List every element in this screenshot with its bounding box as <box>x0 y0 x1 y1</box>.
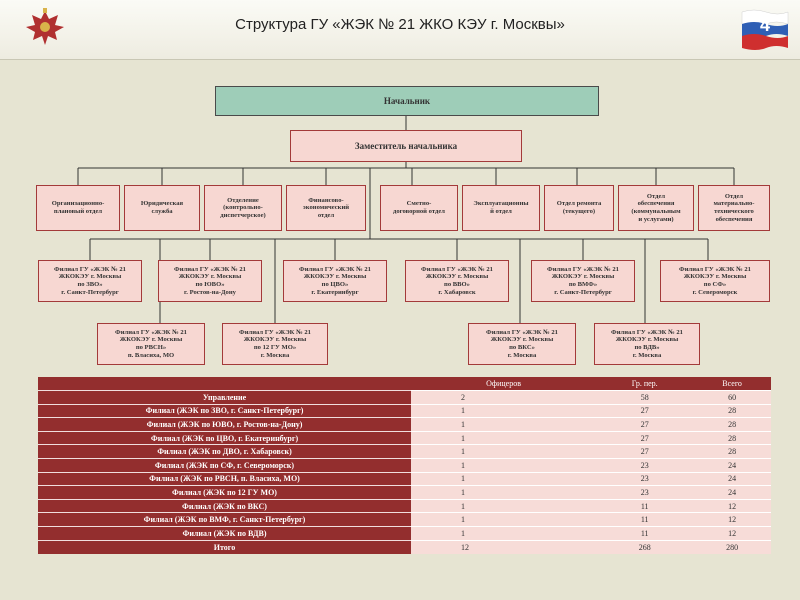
dept-org-planning: Организационно- плановый отдел <box>36 185 120 231</box>
table-cell-name: Филиал (ЖЭК по РВСН, п. Власиха, МО) <box>38 471 411 486</box>
column-header: Гр. пер. <box>596 377 694 391</box>
dept-repair: Отдел ремонта (текущего) <box>544 185 614 231</box>
table-cell-officers: 1 <box>411 526 597 541</box>
table-cell-name: Филиал (ЖЭК по ДВО, г. Хабаровск) <box>38 444 411 459</box>
table-cell-officers: 1 <box>411 471 597 486</box>
table-cell-officers: 12 <box>411 539 597 554</box>
table-cell-officers: 1 <box>411 458 597 473</box>
table-cell-name: Филиал (ЖЭК по СФ, г. Североморск) <box>38 458 411 473</box>
table-cell-total: 12 <box>693 526 771 541</box>
table-cell-officers: 1 <box>411 498 597 513</box>
slide-header: Структура ГУ «ЖЭК № 21 ЖКО КЭУ г. Москвы… <box>0 0 800 60</box>
table-cell-total: 60 <box>693 390 771 405</box>
table-cell-civil: 23 <box>596 471 694 486</box>
table-cell-name: Филиал (ЖЭК по 12 ГУ МО) <box>38 485 411 500</box>
branch-zvo: Филиал ГУ «ЖЭК № 21 ЖКОКЭУ г. Москвы по … <box>38 260 142 302</box>
table-cell-total: 24 <box>693 485 771 500</box>
dept-finance: Финансово- экономический отдел <box>286 185 366 231</box>
table-cell-name: Филиал (ЖЭК по ВКС) <box>38 498 411 513</box>
table-cell-officers: 1 <box>411 403 597 418</box>
table-cell-officers: 1 <box>411 485 597 500</box>
branch-tsvo: Филиал ГУ «ЖЭК № 21 ЖКОКЭУ г. Москвы по … <box>283 260 387 302</box>
table-cell-civil: 11 <box>596 498 694 513</box>
table-cell-total: 24 <box>693 458 771 473</box>
branch-vdv: Филиал ГУ «ЖЭК № 21 ЖКОКЭУ г. Москвы по … <box>594 323 700 365</box>
head-box: Начальник <box>215 86 599 116</box>
table-cell-total: 28 <box>693 403 771 418</box>
dept-control-dispatch: Отделение (контрольно- диспетчерское) <box>204 185 282 231</box>
branch-rvsn: Филиал ГУ «ЖЭК № 21 ЖКОКЭУ г. Москвы по … <box>97 323 205 365</box>
table-cell-civil: 27 <box>596 417 694 432</box>
dept-utilities: Отдел обеспечения (коммунальным и услуга… <box>618 185 694 231</box>
table-cell-total: 12 <box>693 512 771 527</box>
table-cell-civil: 23 <box>596 458 694 473</box>
table-cell-civil: 23 <box>596 485 694 500</box>
table-cell-total: 28 <box>693 430 771 445</box>
table-row: Филиал (ЖЭК по ЗВО, г. Санкт-Петербург)1… <box>38 403 771 418</box>
table-cell-officers: 1 <box>411 417 597 432</box>
table-cell-total: 12 <box>693 498 771 513</box>
table-cell-civil: 58 <box>596 390 694 405</box>
table-cell-name: Итого <box>38 539 411 554</box>
dept-logistics: Отдел материально- технического обеспече… <box>698 185 770 231</box>
table-row: Филиал (ЖЭК по ВМФ, г. Санкт-Петербург)1… <box>38 512 771 527</box>
table-cell-civil: 27 <box>596 444 694 459</box>
table-cell-name: Филиал (ЖЭК по ЮВО, г. Ростов-на-Дону) <box>38 417 411 432</box>
branch-vmf: Филиал ГУ «ЖЭК № 21 ЖКОКЭУ г. Москвы по … <box>531 260 635 302</box>
table-cell-total: 28 <box>693 417 771 432</box>
table-cell-civil: 11 <box>596 526 694 541</box>
russian-flag-icon <box>741 9 789 50</box>
column-header: Офицеров <box>411 377 597 391</box>
branch-sf: Филиал ГУ «ЖЭК № 21 ЖКОКЭУ г. Москвы по … <box>660 260 770 302</box>
column-header: Всего <box>693 377 771 391</box>
table-cell-civil: 27 <box>596 430 694 445</box>
page-title: Структура ГУ «ЖЭК № 21 ЖКО КЭУ г. Москвы… <box>235 16 565 33</box>
branch-yuvo: Филиал ГУ «ЖЭК № 21 ЖКОКЭУ г. Москвы по … <box>158 260 262 302</box>
table-cell-total: 280 <box>693 539 771 554</box>
table-cell-name: Управление <box>38 390 411 405</box>
table-cell-name: Филиал (ЖЭК по ВМФ, г. Санкт-Петербург) <box>38 512 411 527</box>
table-cell-total: 24 <box>693 471 771 486</box>
dept-legal: Юридическая служба <box>124 185 200 231</box>
column-header <box>38 377 411 391</box>
table-cell-officers: 1 <box>411 444 597 459</box>
slide-number: 4 <box>759 15 770 35</box>
table-cell-officers: 1 <box>411 430 597 445</box>
table-cell-total: 28 <box>693 444 771 459</box>
branch-vks: Филиал ГУ «ЖЭК № 21 ЖКОКЭУ г. Москвы по … <box>468 323 576 365</box>
dept-estimates: Сметно- договорной отдел <box>380 185 458 231</box>
table-cell-civil: 11 <box>596 512 694 527</box>
branch-12gu: Филиал ГУ «ЖЭК № 21 ЖКОКЭУ г. Москвы по … <box>222 323 328 365</box>
table-cell-civil: 268 <box>596 539 694 554</box>
dept-operations: Эксплуатационны й отдел <box>462 185 540 231</box>
table-header-row: Офицеров Гр. пер. Всего <box>38 377 771 391</box>
table-cell-officers: 2 <box>411 390 597 405</box>
table-cell-name: Филиал (ЖЭК по ЗВО, г. Санкт-Петербург) <box>38 403 411 418</box>
table-cell-officers: 1 <box>411 512 597 527</box>
table-cell-name: Филиал (ЖЭК по ВДВ) <box>38 526 411 541</box>
deputy-box: Заместитель начальника <box>290 130 522 162</box>
table-cell-civil: 27 <box>596 403 694 418</box>
table-cell-name: Филиал (ЖЭК по ЦВО, г. Екатеринбург) <box>38 430 411 445</box>
eagle-emblem-icon <box>26 8 64 45</box>
branch-vvo: Филиал ГУ «ЖЭК № 21 ЖКОКЭУ г. Москвы по … <box>405 260 509 302</box>
